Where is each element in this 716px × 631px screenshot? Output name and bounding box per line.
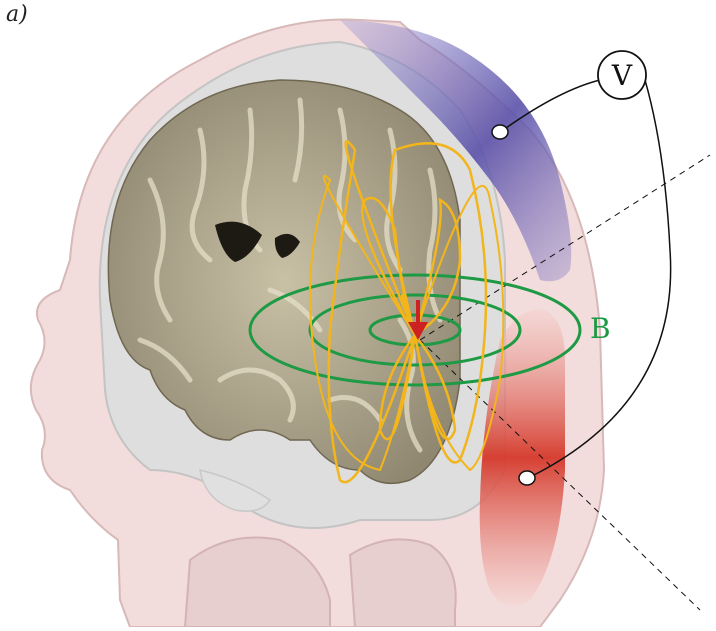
lower-structure-right — [350, 539, 456, 627]
electrode-contact-bottom — [519, 471, 535, 485]
voltmeter-label: V — [611, 59, 633, 92]
electrode-contact-top — [492, 125, 508, 139]
magnetic-field-label: B — [590, 312, 611, 345]
panel-label: a) — [6, 2, 28, 27]
